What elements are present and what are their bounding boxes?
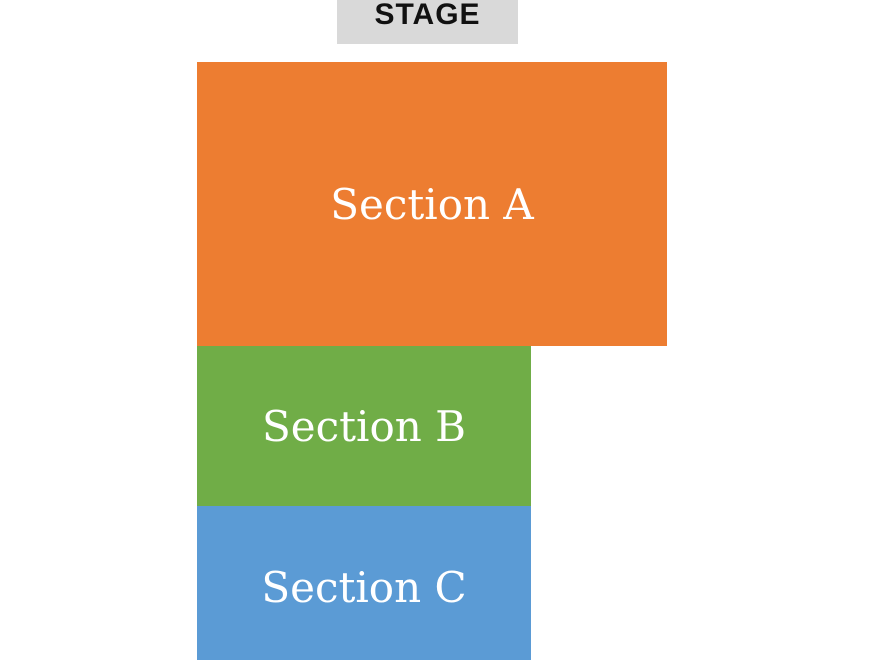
section-c[interactable]: Section C: [197, 506, 531, 660]
stage-box: STAGE: [337, 0, 518, 44]
section-a-label: Section A: [330, 179, 534, 229]
section-b[interactable]: Section B: [197, 346, 531, 506]
section-a[interactable]: Section A: [197, 62, 667, 346]
stage-label: STAGE: [374, 0, 481, 31]
section-b-label: Section B: [261, 401, 466, 451]
section-c-label: Section C: [261, 562, 467, 612]
